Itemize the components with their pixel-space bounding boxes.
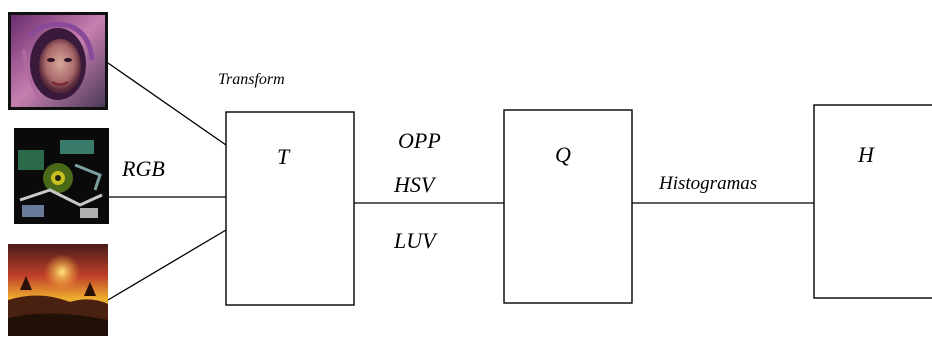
- abstract-photo-thumbnail: [14, 128, 109, 224]
- block-label-q: Q: [555, 142, 571, 167]
- block-label-t: T: [277, 144, 291, 169]
- block-label-h: H: [857, 142, 875, 167]
- face-photo-thumbnail: [8, 12, 108, 110]
- transform-label: Transform: [218, 71, 285, 88]
- connector-face-to-t: [107, 62, 227, 146]
- hsv-label: HSV: [393, 172, 437, 197]
- sunset-photo-thumbnail: [8, 244, 108, 336]
- quantization-block: [503, 109, 633, 304]
- opp-label: OPP: [398, 128, 441, 153]
- rgb-label: RGB: [121, 156, 165, 181]
- connector-sunset-to-t: [107, 229, 227, 301]
- transform-block: [225, 111, 355, 306]
- luv-label: LUV: [393, 228, 438, 253]
- histogram-block: [813, 104, 932, 299]
- histogramas-label: Histogramas: [658, 173, 757, 194]
